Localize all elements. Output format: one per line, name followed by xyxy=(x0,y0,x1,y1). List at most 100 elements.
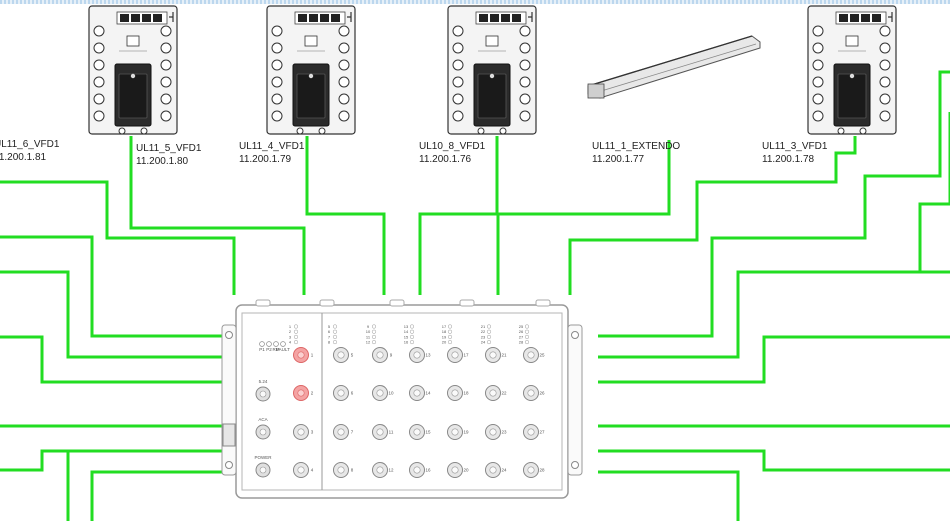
ethernet-port-pin xyxy=(376,466,384,474)
power-port-pin xyxy=(259,466,267,474)
device-label-ul11-4: UL11_4_VFD1 11.200.1.79 xyxy=(239,140,304,166)
ethernet-port-pin xyxy=(527,389,535,397)
vfd-connector xyxy=(879,42,891,54)
ethernet-port-number: 11 xyxy=(389,430,394,435)
port-led xyxy=(293,340,299,345)
ethernet-port-number: 24 xyxy=(501,468,507,473)
switch-top-tab xyxy=(535,299,551,307)
port-led-label: 7 xyxy=(328,334,331,339)
port-led xyxy=(447,334,453,339)
port-led-label: 3 xyxy=(289,334,292,339)
ethernet-port-number: 4 xyxy=(311,468,314,473)
port-led-label: 21 xyxy=(481,324,486,329)
switch-mount-hole xyxy=(225,461,233,469)
switch-mount-hole xyxy=(225,331,233,339)
vfd-connector xyxy=(338,25,350,37)
switch-top-tab xyxy=(389,299,405,307)
network-wire xyxy=(598,470,740,521)
ethernet-port-number: 13 xyxy=(425,353,431,358)
power-port-label: POWER xyxy=(254,455,272,460)
vfd-connector xyxy=(519,93,531,105)
vfd-logo-block xyxy=(142,14,151,22)
ethernet-port-pin xyxy=(489,428,497,436)
port-led-label: 5 xyxy=(328,324,331,329)
ethernet-port-pin xyxy=(489,351,497,359)
vfd-connector xyxy=(271,25,283,37)
vfd-logo-block xyxy=(512,14,521,22)
port-led-label: 22 xyxy=(481,329,486,334)
vfd-connector xyxy=(271,110,283,122)
vfd-status-display xyxy=(126,35,140,47)
device-name: UL11_3_VFD1 xyxy=(762,141,828,152)
status-led xyxy=(280,341,286,347)
port-led xyxy=(371,334,377,339)
ethernet-port-pin xyxy=(451,466,459,474)
ethernet-port-pin xyxy=(376,389,384,397)
extendo-nose xyxy=(587,83,605,99)
vfd-logo-block xyxy=(479,14,488,22)
vfd-connector xyxy=(519,59,531,71)
vfd-module-logo xyxy=(849,73,855,79)
ethernet-port-number: 25 xyxy=(539,353,545,358)
power-port-pin xyxy=(259,390,267,398)
ethernet-port-number: 7 xyxy=(351,430,354,435)
port-led-label: 11 xyxy=(366,334,371,339)
extendo-rail xyxy=(597,43,757,93)
vfd-mount-hole xyxy=(118,127,126,135)
ethernet-port-pin xyxy=(527,428,535,436)
vfd-connector xyxy=(452,76,464,88)
vfd-logo-block xyxy=(839,14,848,22)
port-led xyxy=(447,340,453,345)
vfd-corner-mark xyxy=(528,12,533,22)
device-name: UL11_1_EXTENDO xyxy=(592,141,681,152)
vfd-connector xyxy=(879,25,891,37)
status-led xyxy=(266,341,272,347)
device-ip: 11.200.1.80 xyxy=(136,156,189,167)
status-led-label: P1 xyxy=(259,347,265,352)
vfd-mount-hole xyxy=(140,127,148,135)
ethernet-port-pin xyxy=(376,428,384,436)
vfd-logo-block xyxy=(320,14,329,22)
ethernet-port-number: 28 xyxy=(539,468,545,473)
vfd-module-face xyxy=(296,73,326,119)
vfd-connector xyxy=(160,76,172,88)
port-led-label: 17 xyxy=(442,324,447,329)
port-led xyxy=(332,340,338,345)
port-led-label: 20 xyxy=(442,340,447,345)
network-wire xyxy=(568,136,857,295)
vfd-connector xyxy=(452,42,464,54)
ethernet-port-number: 2 xyxy=(311,391,314,396)
port-led-label: 26 xyxy=(519,329,524,334)
port-led-label: 8 xyxy=(328,340,331,345)
vfd-mount-hole xyxy=(499,127,507,135)
port-led-label: 28 xyxy=(519,340,524,345)
vfd-connector xyxy=(160,25,172,37)
port-led-label: 12 xyxy=(366,340,371,345)
port-led xyxy=(486,334,492,339)
port-led-label: 6 xyxy=(328,329,331,334)
vfd-connector xyxy=(519,110,531,122)
vfd-mount-hole xyxy=(318,127,326,135)
ethernet-port-number: 20 xyxy=(463,468,469,473)
vfd-logo-block xyxy=(501,14,510,22)
vfd-status-display xyxy=(485,35,499,47)
power-port-pin xyxy=(259,428,267,436)
switch-mount-hole xyxy=(571,461,579,469)
vfd-status-display xyxy=(304,35,318,47)
port-led-label: 2 xyxy=(289,329,292,334)
vfd-connector xyxy=(519,25,531,37)
port-led-label: 4 xyxy=(289,340,292,345)
status-led xyxy=(273,341,279,347)
ethernet-port-pin xyxy=(337,389,345,397)
vfd-connector xyxy=(338,110,350,122)
port-led-label: 15 xyxy=(404,334,409,339)
device-name: UL11_6_VFD1 xyxy=(0,139,60,150)
device-ip: 11.200.1.77 xyxy=(592,154,645,165)
device-label-ul11-3: UL11_3_VFD1 11.200.1.78 xyxy=(762,140,827,166)
port-led-label: 1 xyxy=(289,324,292,329)
port-led xyxy=(332,324,338,329)
vfd-connector xyxy=(93,110,105,122)
vfd-connector xyxy=(338,76,350,88)
port-led xyxy=(524,334,530,339)
